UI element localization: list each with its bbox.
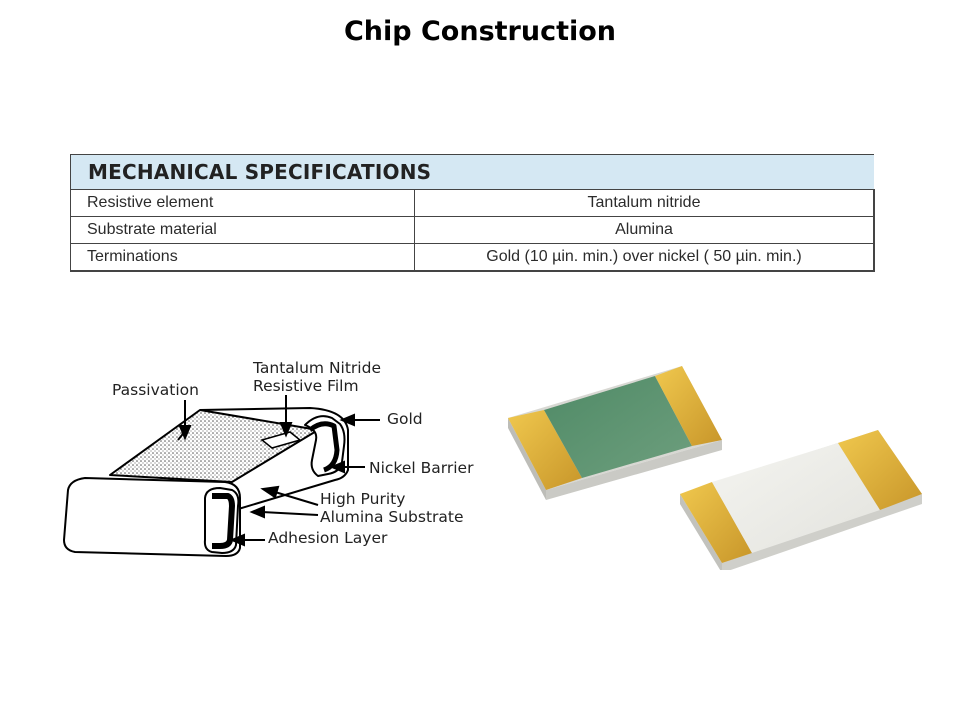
passivation-label: Passivation bbox=[112, 381, 199, 399]
spec-label: Terminations bbox=[70, 243, 415, 272]
resistive-film-label-line: Resistive Film bbox=[253, 377, 359, 395]
adhesion-layer-label: Adhesion Layer bbox=[268, 529, 388, 547]
chip-construction-diagram bbox=[63, 395, 380, 557]
page-title: Chip Construction bbox=[343, 16, 617, 47]
alumina-substrate-label: High Purity Alumina Substrate bbox=[320, 490, 464, 526]
green-chip-resistor bbox=[508, 366, 722, 500]
chip-body-outline bbox=[63, 407, 349, 557]
spec-value: Alumina bbox=[414, 216, 875, 244]
gold-label: Gold bbox=[387, 410, 423, 428]
spec-label: Resistive element bbox=[70, 189, 415, 217]
resistive-film-label-line: Tantalum Nitride bbox=[253, 359, 381, 377]
table-row: Terminations Gold (10 µin. min.) over ni… bbox=[70, 243, 875, 272]
nickel-barrier-label: Nickel Barrier bbox=[369, 459, 474, 477]
table-row: Resistive element Tantalum nitride bbox=[70, 189, 875, 217]
white-chip-resistor bbox=[680, 430, 922, 570]
mechanical-specifications-table: MECHANICAL SPECIFICATIONS Resistive elem… bbox=[70, 154, 875, 272]
callout-arrows bbox=[178, 395, 380, 547]
spec-value: Tantalum nitride bbox=[414, 189, 875, 217]
table-row: Substrate material Alumina bbox=[70, 216, 875, 244]
spec-value: Gold (10 µin. min.) over nickel ( 50 µin… bbox=[414, 243, 875, 272]
alumina-substrate-label-line: Alumina Substrate bbox=[320, 508, 464, 526]
resistive-film-label: Tantalum Nitride Resistive Film bbox=[253, 359, 381, 395]
chip-resistor-photo bbox=[508, 366, 922, 570]
alumina-substrate-label-line: High Purity bbox=[320, 490, 406, 508]
spec-label: Substrate material bbox=[70, 216, 415, 244]
table-heading: MECHANICAL SPECIFICATIONS bbox=[70, 154, 874, 190]
